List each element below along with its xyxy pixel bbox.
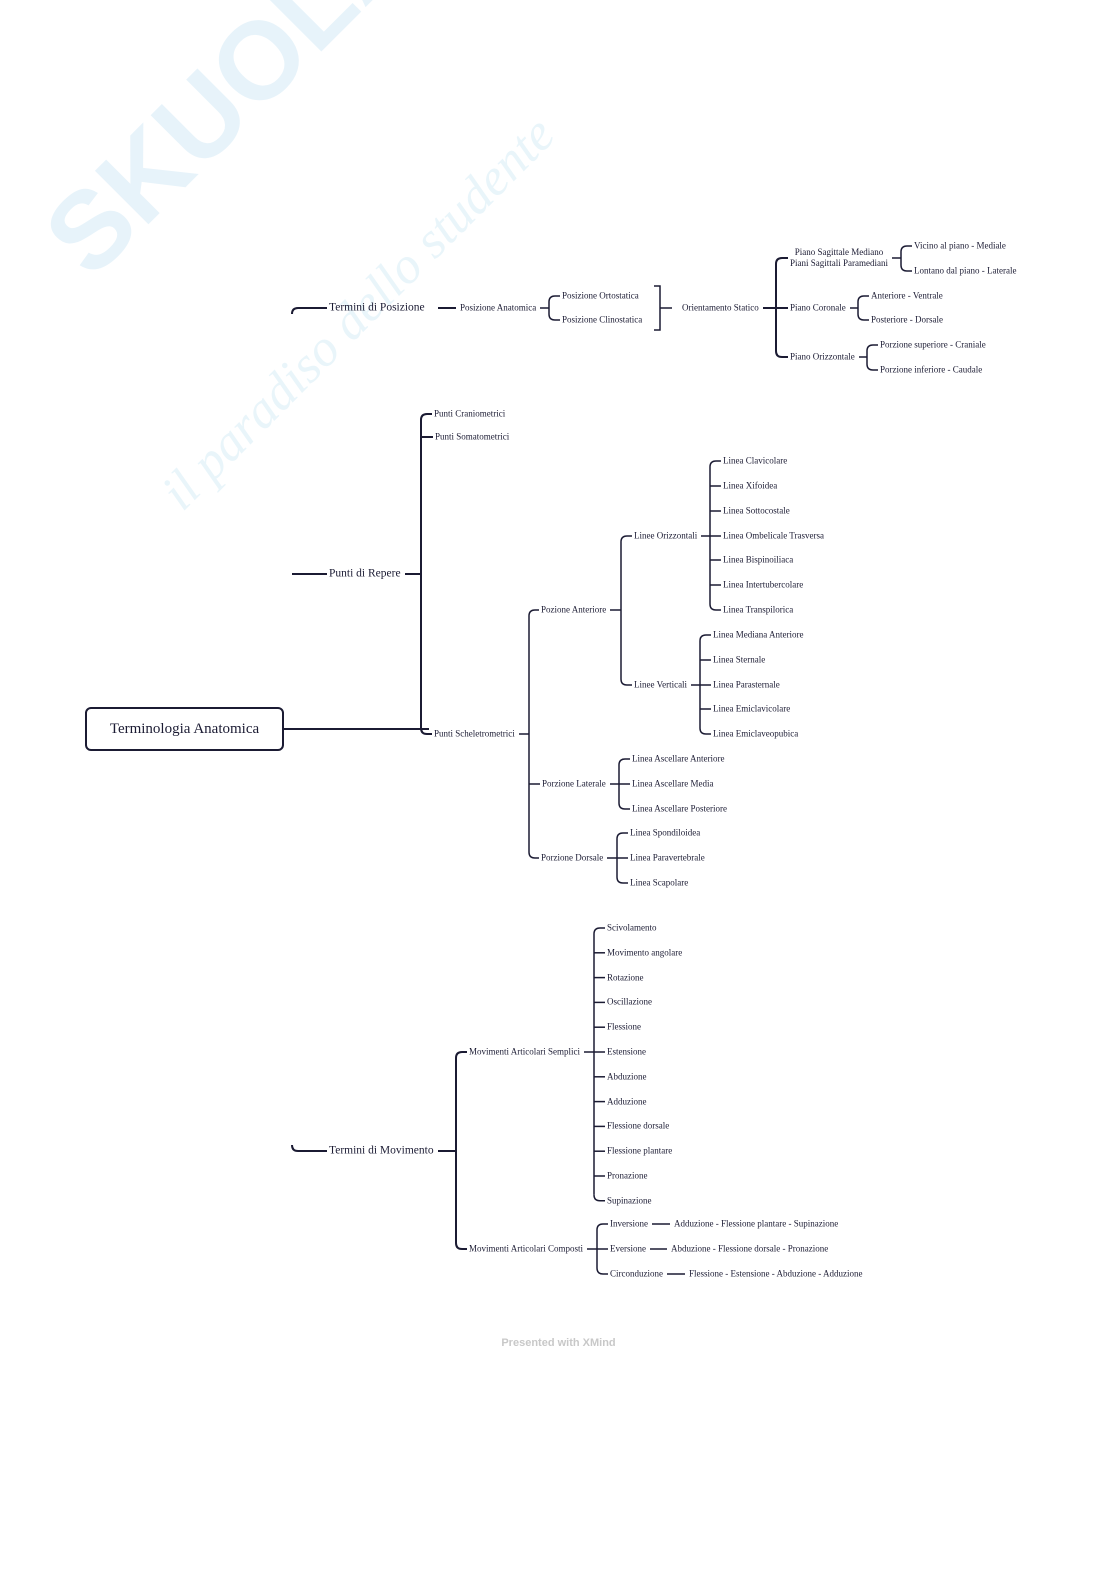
topic-composti[interactable]: Movimenti Articolari Composti [469, 1243, 583, 1254]
topic-semplice-10[interactable]: Pronazione [607, 1170, 648, 1181]
topic-composto-0[interactable]: Inversione [610, 1218, 648, 1229]
topic-posizione-anatomica[interactable]: Posizione Anatomica [460, 302, 537, 313]
connector [291, 307, 327, 315]
topic-laterale-linea-0[interactable]: Linea Ascellare Anteriore [632, 753, 725, 764]
root-topic[interactable]: Terminologia Anatomica [85, 707, 284, 751]
topic-orizzontale-linea-3[interactable]: Linea Ombelicale Trasversa [723, 530, 824, 541]
topic-dorsale-linea-0[interactable]: Linea Spondiloidea [630, 827, 701, 838]
connector [857, 295, 869, 303]
topic-composto-dettaglio-1[interactable]: Abduzione - Flessione dorsale - Pronazio… [671, 1243, 829, 1254]
topic-piano-coronale[interactable]: Piano Coronale [790, 302, 846, 313]
connector [593, 1194, 605, 1202]
topic-semplice-1[interactable]: Movimento angolare [607, 947, 683, 958]
topic-termini-posizione[interactable]: Termini di Posizione [329, 301, 425, 314]
connector [596, 1223, 608, 1231]
topic-porzione-anteriore[interactable]: Pozione Anteriore [541, 604, 607, 615]
topic-scheletrometrici[interactable]: Punti Scheletrometrici [434, 728, 515, 739]
connector [775, 350, 788, 358]
connector [455, 1051, 467, 1059]
topic-piano-orizzontale[interactable]: Piano Orizzontale [790, 351, 855, 362]
topic-punti-repere[interactable]: Punti di Repere [329, 567, 401, 580]
topic-verticale-linea-4[interactable]: Linea Emiclaveopubica [713, 728, 799, 739]
connector [709, 460, 721, 468]
topic-semplice-9[interactable]: Flessione plantare [607, 1145, 673, 1156]
topic-orizzontale-0[interactable]: Porzione superiore - Craniale [880, 339, 986, 350]
topic-posizione-clinostatica[interactable]: Posizione Clinostatica [562, 314, 643, 325]
connector [596, 1267, 608, 1275]
connector [900, 245, 912, 253]
topic-posizione-ortostatica[interactable]: Posizione Ortostatica [562, 290, 639, 301]
topic-orizzontale-linea-4[interactable]: Linea Bispinoiliaca [723, 554, 794, 565]
topic-coronale-1[interactable]: Posteriore - Dorsale [871, 314, 943, 325]
topic-semplice-8[interactable]: Flessione dorsale [607, 1120, 670, 1131]
topic-linee-orizzontali[interactable]: Linee Orizzontali [634, 530, 698, 541]
topic-composto-2[interactable]: Circonduzione [610, 1268, 663, 1279]
topic-composto-1[interactable]: Eversione [610, 1243, 646, 1254]
topic-composto-dettaglio-2[interactable]: Flessione - Estensione - Abduzione - Add… [689, 1268, 863, 1279]
topic-orizzontale-linea-6[interactable]: Linea Transpilorica [723, 604, 794, 615]
connector [616, 832, 628, 840]
topic-sagittale-0[interactable]: Vicino al piano - Mediale [914, 240, 1006, 251]
footer-credit: Presented with XMind [501, 1337, 616, 1349]
topic-orizzontale-linea-5[interactable]: Linea Intertubercolare [723, 579, 804, 590]
connector [420, 727, 432, 735]
topic-orizzontale-linea-1[interactable]: Linea Xifoidea [723, 480, 778, 491]
topic-verticale-linea-2[interactable]: Linea Parasternale [713, 679, 780, 690]
connector [866, 363, 878, 371]
connector [775, 257, 788, 265]
topic-semplice-3[interactable]: Oscillazione [607, 996, 652, 1007]
topic-orientamento-statico[interactable]: Orientamento Statico [682, 302, 759, 313]
topic-porzione-laterale[interactable]: Porzione Laterale [542, 778, 606, 789]
topic-coronale-0[interactable]: Anteriore - Ventrale [871, 290, 943, 301]
topic-porzione-dorsale[interactable]: Porzione Dorsale [541, 852, 604, 863]
topic-termini-movimento[interactable]: Termini di Movimento [329, 1144, 434, 1157]
topic-semplice-5[interactable]: Estensione [607, 1046, 646, 1057]
connector [709, 603, 721, 611]
connector [420, 413, 432, 421]
topic-verticale-linea-0[interactable]: Linea Mediana Anteriore [713, 629, 804, 640]
topic-orizzontale-linea-2[interactable]: Linea Sottocostale [723, 505, 790, 516]
topic-semplice-6[interactable]: Abduzione [607, 1071, 647, 1082]
topic-semplice-4[interactable]: Flessione [607, 1021, 642, 1032]
topic-craniometrici[interactable]: Punti Craniometrici [434, 408, 506, 419]
connector [618, 758, 630, 766]
connector [866, 344, 878, 352]
topic-dorsale-linea-2[interactable]: Linea Scapolare [630, 877, 689, 888]
topic-laterale-linea-2[interactable]: Linea Ascellare Posteriore [632, 803, 727, 814]
connector [616, 876, 628, 884]
connector [291, 1144, 327, 1152]
topic-orizzontale-linea-0[interactable]: Linea Clavicolare [723, 455, 788, 466]
topic-piano-sagittale[interactable]: Piano Sagittale Mediano Piani Sagittali … [790, 247, 888, 268]
topic-orizzontale-1[interactable]: Porzione inferiore - Caudale [880, 364, 983, 375]
connector [548, 295, 560, 303]
topic-dorsale-linea-1[interactable]: Linea Paravertebrale [630, 852, 705, 863]
topic-semplici[interactable]: Movimenti Articolari Semplici [469, 1046, 580, 1057]
connector [900, 264, 912, 272]
connector [528, 609, 539, 617]
topic-semplice-2[interactable]: Rotazione [607, 972, 644, 983]
connector [618, 802, 630, 810]
topic-composto-dettaglio-0[interactable]: Adduzione - Flessione plantare - Supinaz… [674, 1218, 839, 1229]
connector [654, 285, 661, 331]
topic-somatometrici[interactable]: Punti Somatometrici [435, 431, 510, 442]
connector [548, 313, 560, 321]
topic-semplice-0[interactable]: Scivolamento [607, 922, 657, 933]
topic-linee-verticali[interactable]: Linee Verticali [634, 679, 688, 690]
topic-semplice-11[interactable]: Supinazione [607, 1195, 652, 1206]
topic-verticale-linea-3[interactable]: Linea Emiclavicolare [713, 703, 791, 714]
connector [528, 851, 539, 859]
connector [699, 634, 711, 642]
topic-verticale-linea-1[interactable]: Linea Sternale [713, 654, 766, 665]
connector [620, 535, 632, 543]
topic-semplice-7[interactable]: Adduzione [607, 1096, 647, 1107]
connector [455, 1242, 467, 1250]
connector [857, 313, 869, 321]
connector [699, 727, 711, 735]
topic-laterale-linea-1[interactable]: Linea Ascellare Media [632, 778, 714, 789]
connector [620, 678, 632, 686]
connector [593, 927, 605, 935]
topic-sagittale-1[interactable]: Lontano dal piano - Laterale [914, 265, 1017, 276]
